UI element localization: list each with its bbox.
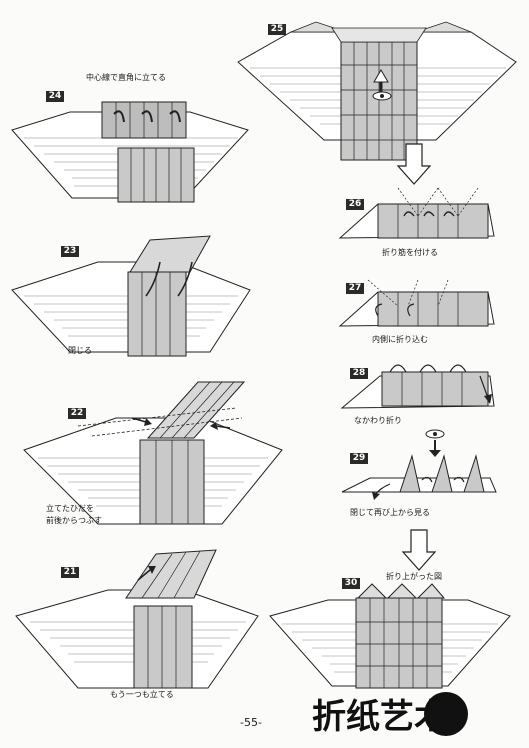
step-number-badge: 30 (342, 578, 360, 589)
diagram-step-22 (23, 381, 283, 525)
step-caption-line: 前後からつぶす (46, 516, 102, 525)
diagram-step-30 (269, 583, 511, 689)
watermark-text: 折纸艺术 (312, 697, 448, 737)
diagram-step-29 (341, 454, 497, 500)
eye-view-icon (425, 429, 445, 457)
step-caption: 閉じて再び上から見る (350, 508, 430, 517)
step-number-badge: 22 (68, 408, 86, 419)
step-caption: 閉じる (68, 346, 92, 355)
step-number-badge: 25 (268, 24, 286, 35)
step-caption: 折り上がった図 (386, 572, 442, 581)
big-down-arrow-icon (397, 143, 431, 185)
step-number-badge: 24 (46, 91, 64, 102)
diagram-step-24 (11, 101, 249, 203)
step-number-badge: 27 (346, 283, 364, 294)
step-number-badge: 28 (350, 368, 368, 379)
step-number-badge: 26 (346, 199, 364, 210)
diagram-step-23 (11, 235, 251, 357)
step-number-badge: 23 (61, 246, 79, 257)
step-caption-line: 立てたひだを (46, 504, 94, 513)
step-number-badge: 21 (61, 567, 79, 578)
page-number: -55- (240, 716, 262, 729)
diagram-step-21 (15, 549, 259, 689)
step-caption: もう一つも立てる (110, 690, 174, 699)
step-number-badge: 29 (350, 453, 368, 464)
big-down-arrow-icon (402, 529, 436, 571)
step-caption: なかわり折り (354, 416, 402, 425)
diagram-step-26 (338, 187, 495, 239)
diagram-step-27 (338, 279, 495, 327)
diagram-step-25 (237, 21, 517, 161)
diagram-step-28 (340, 364, 495, 409)
step-caption: 中心線で直角に立てる (86, 73, 166, 82)
watermark-logo: 折纸艺术 (312, 692, 468, 737)
step-caption: 折り筋を付ける (382, 248, 438, 257)
step-caption: 内側に折り込む (372, 335, 428, 344)
